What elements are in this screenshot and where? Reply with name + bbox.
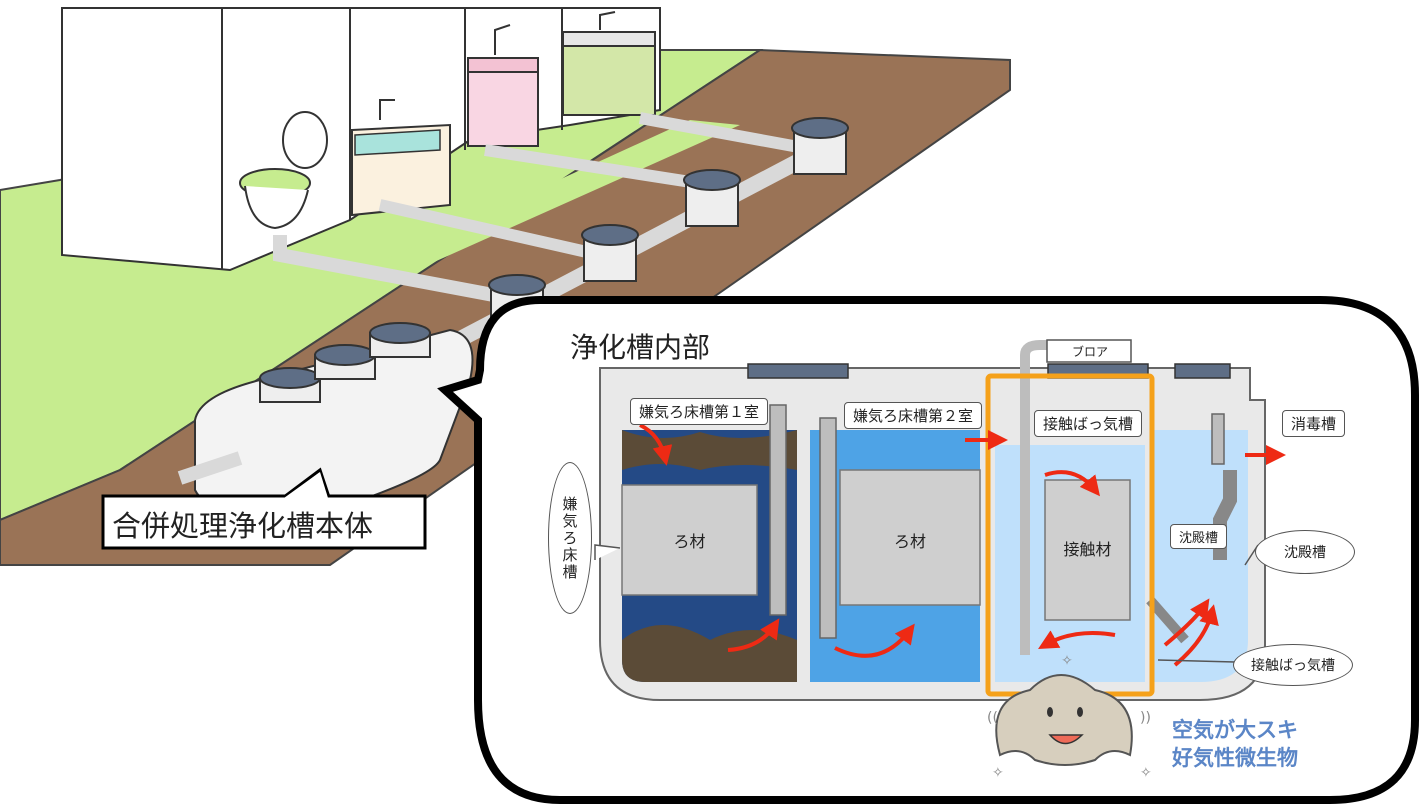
septic-tank-body: [177, 322, 474, 522]
chamber-anaerobic-1: [621, 430, 797, 682]
bathtub-icon: [351, 99, 451, 217]
callout-anaerobic: 嫌気ろ床槽: [548, 462, 592, 614]
blower-label: ブロア: [1072, 345, 1109, 359]
chamber-anaerobic-2: [810, 430, 981, 682]
flow-arrows: [639, 423, 1286, 667]
media-label-contact: 接触材: [1063, 540, 1112, 559]
mascot-caption-line1: 空気が大スキ: [1172, 718, 1298, 742]
callout-sedimentation: 沈殿槽: [1255, 530, 1355, 574]
media-label-filter-1: ろ材: [673, 532, 706, 551]
chamber-label-disinfection: 消毒槽: [1282, 410, 1346, 437]
mascot-microbe-icon: ✧ ✧ ✧ (( )): [987, 653, 1152, 781]
mascot-caption-line2: 好気性微生物: [1172, 746, 1298, 770]
media-label-filter-2: ろ材: [893, 532, 926, 551]
callout-aeration: 接触ばっ気槽: [1233, 644, 1353, 686]
svg-text:)): )): [1140, 710, 1151, 726]
kitchen-sink-icon: [562, 11, 656, 116]
chamber-label-anaerobic-2: 嫌気ろ床槽第２室: [844, 402, 983, 429]
main-label: 合併処理浄化槽本体: [112, 509, 374, 543]
toilet-icon: [239, 111, 328, 230]
tank-cross-section: [594, 339, 1286, 701]
svg-text:✧: ✧: [992, 765, 1004, 781]
chamber-label-anaerobic-1: 嫌気ろ床槽第１室: [630, 398, 769, 425]
svg-text:✧: ✧: [1061, 653, 1073, 669]
washing-machine-icon: [467, 24, 539, 147]
chamber-label-aeration: 接触ばっ気槽: [1034, 410, 1143, 437]
chamber-label-sedimentation: 沈殿槽: [1170, 524, 1228, 549]
svg-text:✧: ✧: [1140, 765, 1152, 781]
inset-title: 浄化槽内部: [570, 331, 711, 364]
svg-text:((: ((: [987, 710, 998, 726]
main-label-callout: [101, 467, 427, 550]
